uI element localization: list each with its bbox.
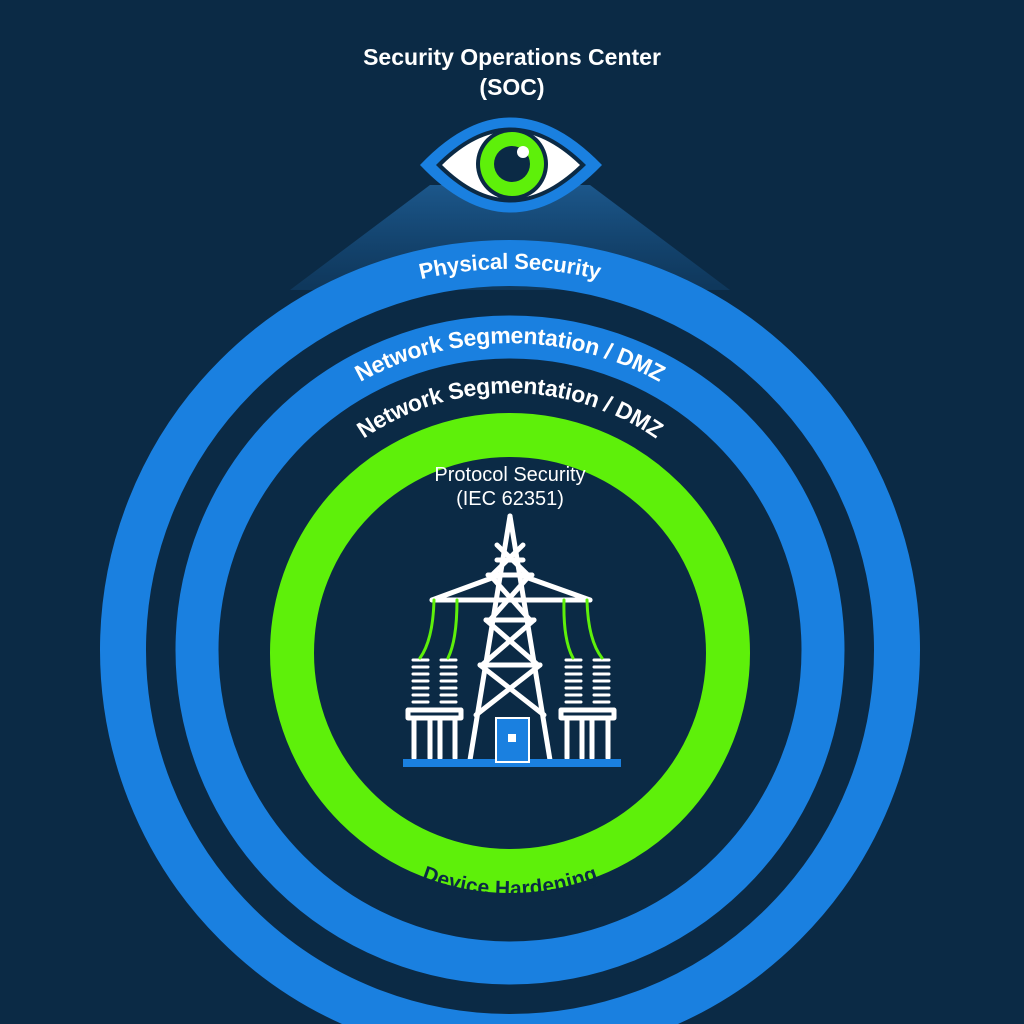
soc-title-line1: Security Operations Center — [363, 44, 661, 70]
soc-title-line2: (SOC) — [479, 74, 545, 100]
protocol-security-label: Protocol Security (IEC 62351) — [0, 463, 1022, 511]
protocol-security-line1: Protocol Security — [434, 464, 586, 486]
ring-device-hardening — [270, 413, 750, 893]
ring-physical-security — [100, 240, 920, 1024]
soc-title: Security Operations Center (SOC) — [0, 42, 1024, 102]
ring-network-segmentation — [175, 315, 845, 985]
transmission-tower-icon — [405, 513, 617, 763]
control-building-window — [508, 734, 516, 742]
protocol-security-line2: (IEC 62351) — [456, 488, 564, 510]
eye-icon — [420, 117, 602, 213]
